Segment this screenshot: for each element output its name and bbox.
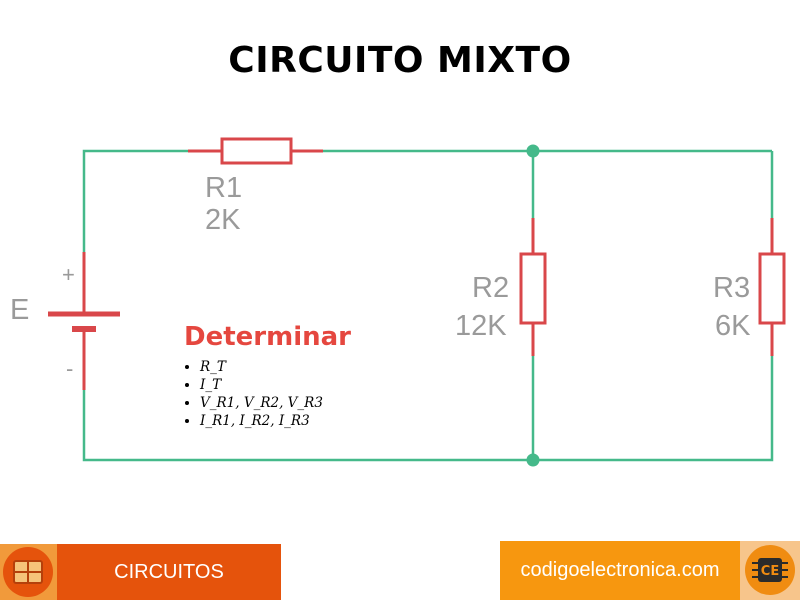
- list-item: R_T: [200, 358, 323, 376]
- r1-name: R1: [205, 172, 243, 204]
- r3-value: 6K: [715, 310, 751, 342]
- r1-value: 2K: [205, 204, 241, 236]
- electronics-kit-logo-icon: [0, 544, 57, 600]
- wire-left-bottom: [82, 356, 774, 462]
- list-item: V_R1, V_R2, V_R3: [200, 394, 323, 412]
- list-item: I_R1, I_R2, I_R3: [200, 412, 323, 430]
- r2-value: 12K: [455, 310, 507, 342]
- wires: [82, 149, 774, 462]
- battery-label: E: [10, 294, 30, 326]
- item-it: I_T: [200, 377, 222, 393]
- circuitos-label: CIRCUITOS: [114, 560, 224, 583]
- item-voltages: V_R1, V_R2, V_R3: [200, 395, 323, 411]
- resistor-r1: [188, 137, 323, 165]
- svg-text:CE: CE: [761, 564, 779, 579]
- website-link[interactable]: codigoelectronica.com: [500, 541, 740, 600]
- r3-name: R3: [713, 272, 751, 304]
- website-label: codigoelectronica.com: [520, 559, 720, 581]
- item-currents: I_R1, I_R2, I_R3: [200, 413, 310, 429]
- r2-name: R2: [472, 272, 510, 304]
- resistor-r3: [758, 218, 786, 356]
- junction-node-top: [526, 144, 540, 158]
- list-item: I_T: [200, 376, 323, 394]
- junction-node-bottom: [526, 453, 540, 467]
- item-rt: R_T: [200, 359, 226, 375]
- determinar-list: R_T I_T V_R1, V_R2, V_R3 I_R1, I_R2, I_R…: [184, 358, 323, 430]
- battery-source: [48, 252, 120, 390]
- ce-chip-logo-icon: CE: [740, 541, 800, 600]
- resistor-r2: [519, 218, 547, 356]
- circuitos-category-link[interactable]: CIRCUITOS: [57, 544, 281, 600]
- battery-minus-sign: -: [66, 356, 74, 381]
- wire-left-top: [82, 149, 188, 252]
- battery-plus-sign: +: [62, 262, 75, 287]
- determinar-heading: Determinar: [184, 322, 351, 352]
- page-title: CIRCUITO MIXTO: [228, 40, 572, 81]
